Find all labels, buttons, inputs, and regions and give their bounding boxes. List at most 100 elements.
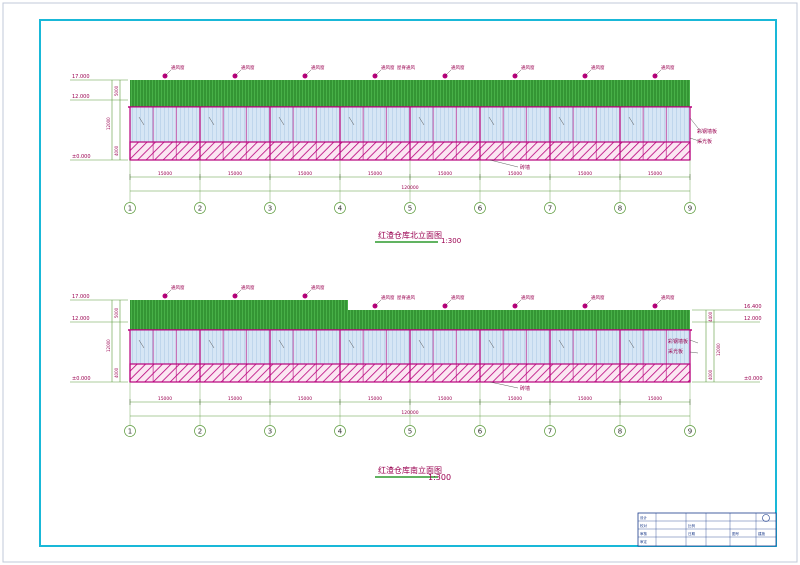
north-bay-dim: 15000 bbox=[508, 171, 522, 177]
south-elev-top: 17.000 bbox=[72, 294, 90, 300]
title-block: 设计 校对 审核 审定 比例 日期 图号 建施 bbox=[637, 512, 777, 547]
north-bay-dim: 15000 bbox=[158, 171, 172, 177]
south-glass-mark bbox=[418, 339, 425, 349]
north-base-note: 砖墙 bbox=[520, 164, 530, 171]
north-glass-mark bbox=[138, 116, 145, 126]
south-roof-band-high bbox=[130, 300, 348, 330]
north-bay-dim: 15000 bbox=[368, 171, 382, 177]
north-axis-bubble bbox=[614, 202, 626, 214]
south-elev-bottom: ±0.000 bbox=[72, 376, 91, 382]
tb-cell-8: 建施 bbox=[758, 531, 766, 536]
north-glass-mark bbox=[418, 116, 425, 126]
north-base-leader bbox=[489, 159, 519, 168]
north-glass-mark bbox=[628, 116, 635, 126]
south-bay-dim: 15000 bbox=[158, 396, 172, 402]
south-roof-note: 屋脊通风 bbox=[397, 294, 415, 301]
south-vent-tag: 通风窗 bbox=[591, 294, 605, 301]
north-axis-label: 4 bbox=[338, 205, 343, 213]
north-vent-tag: 通风窗 bbox=[661, 64, 675, 71]
south-elevation: 通风窗通风窗通风窗通风窗屋脊通风通风窗通风窗通风窗通风窗 17.000 12.0… bbox=[70, 284, 763, 482]
south-title: 红渣仓库南立面图 bbox=[378, 465, 442, 475]
north-axis-label: 1 bbox=[128, 205, 132, 213]
north-glass-mark bbox=[208, 116, 215, 126]
south-vent-tag: 通风窗 bbox=[521, 294, 535, 301]
south-elev-mid-r: 12.000 bbox=[744, 316, 762, 322]
south-vent-tag: 通风窗 bbox=[311, 284, 325, 291]
south-axis-bubble bbox=[614, 425, 626, 437]
north-elev-mid: 12.000 bbox=[72, 94, 90, 100]
north-axis-label: 3 bbox=[268, 205, 272, 213]
north-vent-tag: 通风窗 bbox=[311, 64, 325, 71]
south-vent-tag: 通风窗 bbox=[381, 294, 395, 301]
south-seg-dim-r-2: 12000 bbox=[716, 343, 721, 356]
south-vent-tag: 通风窗 bbox=[661, 294, 675, 301]
north-axis-bubble bbox=[474, 202, 486, 214]
south-axis-label: 1 bbox=[128, 428, 132, 436]
title-block-frame bbox=[637, 512, 777, 547]
tb-cell-4: 审定 bbox=[640, 539, 648, 544]
south-bay-dim: 15000 bbox=[648, 396, 662, 402]
north-vent-leader bbox=[304, 69, 312, 77]
south-axis-bubble bbox=[334, 425, 346, 437]
north-bay-dim: 15000 bbox=[438, 171, 452, 177]
south-elev-top-r: 16.400 bbox=[744, 304, 762, 310]
logo-icon bbox=[762, 514, 770, 522]
inner-border bbox=[39, 19, 777, 547]
north-glass-mark bbox=[278, 116, 285, 126]
north-axis-bubble bbox=[264, 202, 276, 214]
south-axis-label: 3 bbox=[268, 428, 272, 436]
south-glass-mark bbox=[348, 339, 355, 349]
north-glass-mark bbox=[558, 116, 565, 126]
north-seg-dim-2: 12000 bbox=[106, 117, 111, 130]
north-glass-mark bbox=[348, 116, 355, 126]
south-leader-2 bbox=[689, 351, 699, 354]
south-seg-dim-r-3: 4000 bbox=[708, 369, 713, 380]
north-vent-leader bbox=[514, 69, 522, 77]
north-title: 红渣仓库北立面图 bbox=[378, 230, 442, 240]
south-vent-tag: 通风窗 bbox=[451, 294, 465, 301]
south-glass-mark bbox=[278, 339, 285, 349]
south-vent-leader bbox=[234, 289, 242, 297]
south-axis-bubble bbox=[404, 425, 416, 437]
north-vent-leader bbox=[164, 69, 172, 77]
south-elev-bottom-r: ±0.000 bbox=[744, 376, 763, 382]
north-vent-leader bbox=[234, 69, 242, 77]
south-axis-label: 4 bbox=[338, 428, 343, 436]
south-glass-mark bbox=[628, 339, 635, 349]
south-vent-leader bbox=[164, 289, 172, 297]
south-vent-leader bbox=[654, 299, 662, 307]
north-vent-leader bbox=[374, 69, 382, 77]
north-total-span: 120000 bbox=[401, 185, 418, 191]
north-leader-2 bbox=[689, 137, 703, 143]
south-seg-dim-2: 12000 bbox=[106, 339, 111, 352]
south-axis-label: 5 bbox=[408, 428, 412, 436]
south-axis-bubble bbox=[684, 425, 696, 437]
south-axis-bubble bbox=[124, 425, 136, 437]
tb-cell-3: 审核 bbox=[640, 531, 648, 536]
south-vent-tag: 通风窗 bbox=[171, 284, 185, 291]
north-axis-bubble bbox=[404, 202, 416, 214]
south-axis-bubble bbox=[544, 425, 556, 437]
south-elev-mid: 12.000 bbox=[72, 316, 90, 322]
north-seg-dim-3: 4000 bbox=[114, 145, 119, 156]
south-bay-dim: 15000 bbox=[298, 396, 312, 402]
south-bay-dim: 15000 bbox=[228, 396, 242, 402]
south-axis-label: 2 bbox=[198, 428, 202, 436]
north-leader-1 bbox=[689, 117, 703, 134]
north-vent-leader bbox=[654, 69, 662, 77]
south-vent-leader bbox=[514, 299, 522, 307]
north-vent-tag: 通风窗 bbox=[521, 64, 535, 71]
south-leader-1 bbox=[689, 339, 699, 344]
north-side-note-2: 采光板 bbox=[697, 138, 712, 145]
south-seg-dim-r-1: 4400 bbox=[708, 311, 713, 322]
north-seg-dim-1: 5000 bbox=[114, 85, 119, 96]
south-axis-label: 9 bbox=[688, 428, 692, 436]
north-elev-top: 17.000 bbox=[72, 74, 90, 80]
north-axis-label: 7 bbox=[548, 205, 552, 213]
south-bay-dim: 15000 bbox=[368, 396, 382, 402]
north-elev-bottom: ±0.000 bbox=[72, 154, 91, 160]
north-elevation: 通风窗通风窗通风窗通风窗屋脊通风通风窗通风窗通风窗通风窗 17.000 12.0… bbox=[70, 64, 717, 245]
north-vent-tag: 通风窗 bbox=[451, 64, 465, 71]
south-seg-dim-1: 5000 bbox=[114, 307, 119, 318]
